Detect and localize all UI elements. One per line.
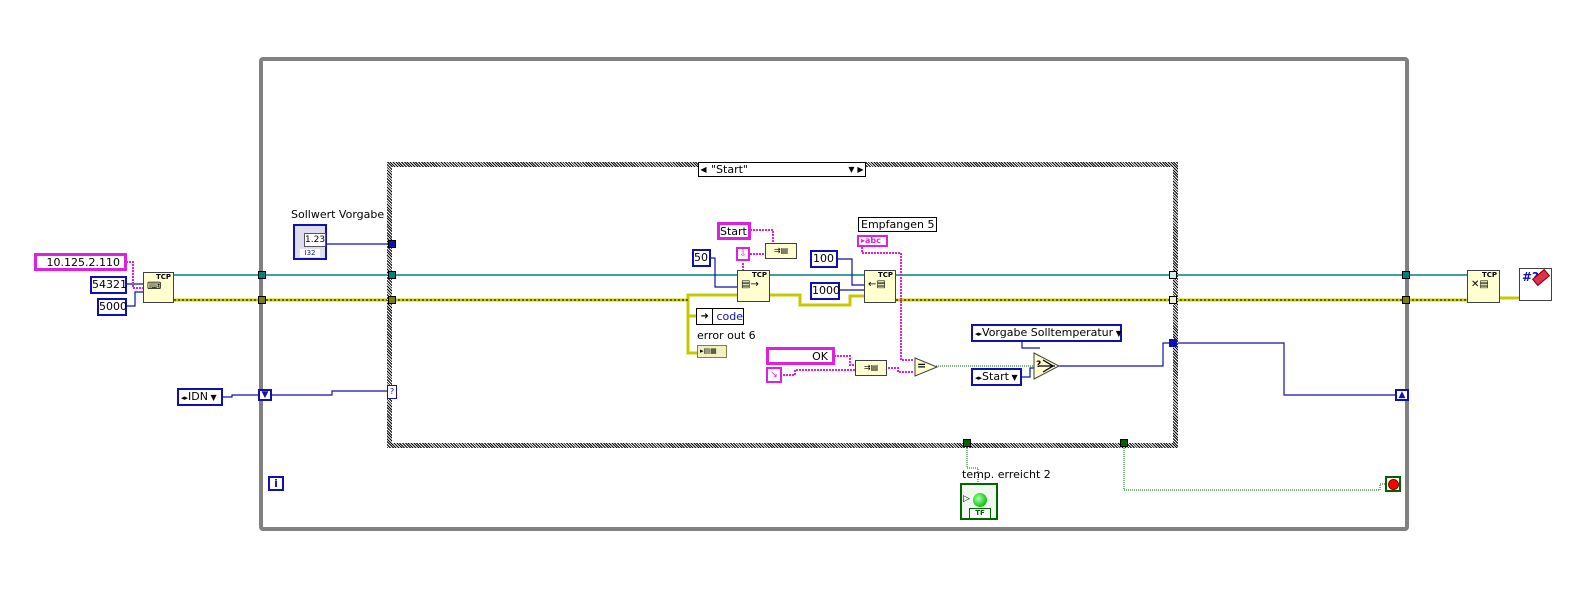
error-code-label: code bbox=[716, 310, 743, 323]
temp-erreicht-indicator[interactable]: ▷ TF bbox=[960, 483, 998, 520]
dropdown-icon: ▼ bbox=[1113, 329, 1122, 338]
enum-idn-value: IDN bbox=[188, 390, 208, 403]
error-tunnel-case-right bbox=[1169, 296, 1177, 304]
led-label: temp. erreicht 2 bbox=[962, 468, 1051, 481]
select-symbol: ? bbox=[1036, 360, 1042, 370]
numeric-type-label: I32 bbox=[300, 249, 320, 257]
read-bytes-constant[interactable]: 100 bbox=[810, 250, 838, 268]
tcp-read-label: TCP bbox=[877, 271, 893, 279]
sollwert-label: Sollwert Vorgabe bbox=[291, 208, 385, 221]
timeout-constant[interactable]: 5000 bbox=[97, 298, 127, 316]
equals-node[interactable] bbox=[914, 357, 938, 377]
start-string-constant[interactable]: Start bbox=[717, 222, 751, 240]
numeric-tunnel-case-left bbox=[388, 240, 396, 248]
command-enum-idn[interactable]: ◂▸IDN ▼ bbox=[177, 388, 223, 406]
error-out-indicator[interactable]: ▸▤▦ bbox=[697, 345, 727, 358]
error-out-label: error out 6 bbox=[697, 329, 756, 342]
stop-icon bbox=[1387, 478, 1399, 490]
enum-vorgabe-solltemperatur[interactable]: ◂▸Vorgabe Solltemperatur ▼ bbox=[971, 324, 1122, 342]
while-loop[interactable] bbox=[259, 57, 1409, 531]
shift-register-right[interactable]: ▲ bbox=[1395, 389, 1409, 401]
tcp-open-connection-node[interactable]: TCP ⌨ bbox=[143, 272, 174, 303]
dropdown-icon: ▼ bbox=[1008, 373, 1018, 382]
indicator-arrow-icon: ▷ bbox=[963, 494, 970, 504]
tcp-write-node[interactable]: TCP ▤→ bbox=[737, 270, 770, 302]
carriage-return-constant[interactable]: ⇩ bbox=[736, 247, 750, 261]
sollwert-control[interactable]: 1.23 I32 bbox=[293, 224, 327, 260]
error-tunnel-case-left bbox=[388, 296, 396, 304]
numeric-display: 1.23 bbox=[304, 233, 326, 247]
refnum-tunnel-case-right bbox=[1169, 271, 1177, 279]
port-constant[interactable]: 54321 bbox=[90, 276, 127, 294]
network-close-icon: ✕▤ bbox=[1471, 279, 1489, 290]
tcp-read-node[interactable]: TCP ←▤ bbox=[864, 270, 896, 303]
case-selector-value: "Start" bbox=[711, 163, 748, 176]
enum-start-value: Start bbox=[982, 370, 1009, 383]
tcp-write-label: TCP bbox=[751, 271, 767, 279]
case-selector[interactable]: ◀ "Start" ▼ ▶ bbox=[698, 162, 866, 177]
enum-start[interactable]: ◂▸Start ▼ bbox=[971, 368, 1022, 386]
concatenate-strings-node-2[interactable]: ⇉▤ bbox=[855, 360, 887, 376]
refnum-tunnel-right bbox=[1402, 271, 1410, 279]
tcp-close-label: TCP bbox=[1481, 271, 1497, 279]
tcp-close-connection-node[interactable]: TCP ✕▤ bbox=[1467, 270, 1500, 303]
case-next-arrow-icon[interactable]: ▶ bbox=[857, 165, 864, 174]
iteration-terminal: i bbox=[268, 476, 284, 491]
empfangen-indicator[interactable]: ▸abc bbox=[857, 235, 888, 247]
tcp-open-label: TCP bbox=[155, 273, 171, 281]
ip-address-constant[interactable]: 10.125.2.110 bbox=[34, 253, 127, 271]
concatenate-strings-node[interactable]: ⇉▤ bbox=[765, 243, 797, 259]
case-prev-arrow-icon[interactable]: ◀ bbox=[700, 165, 707, 174]
read-timeout-constant[interactable]: 1000 bbox=[810, 282, 840, 300]
case-selector-terminal[interactable]: ? bbox=[387, 385, 397, 399]
dropdown-icon: ▼ bbox=[207, 393, 217, 402]
case-dropdown-icon[interactable]: ▼ bbox=[848, 165, 855, 174]
network-icon: ⌨ bbox=[147, 281, 162, 292]
simple-error-handler-node[interactable]: #? bbox=[1519, 268, 1552, 301]
enum-arrows-icon: ◂▸ bbox=[181, 394, 189, 402]
refnum-tunnel-case-left bbox=[388, 271, 396, 279]
enum-tunnel-case-right bbox=[1169, 339, 1177, 347]
boolean-tunnel-case-bottom bbox=[963, 439, 971, 447]
enum-arrows-icon: ◂▸ bbox=[975, 330, 983, 338]
error-tunnel-right bbox=[1402, 296, 1410, 304]
led-icon bbox=[973, 493, 987, 507]
refnum-tunnel-left bbox=[258, 271, 266, 279]
select-node[interactable] bbox=[1033, 352, 1060, 380]
unbundle-arrow-icon: ➜ bbox=[697, 309, 714, 324]
enum-arrows-icon: ◂▸ bbox=[975, 374, 983, 382]
unbundle-error-node[interactable]: ➜ code bbox=[696, 308, 744, 325]
boolean-tunnel-case-bottom-2 bbox=[1120, 439, 1128, 447]
network-write-icon: ▤→ bbox=[741, 279, 759, 290]
empfangen-terminal-text: abc bbox=[865, 236, 881, 245]
error-tunnel-left bbox=[258, 296, 266, 304]
equals-symbol: = bbox=[917, 359, 927, 372]
write-timeout-constant[interactable]: 50 bbox=[692, 249, 711, 267]
case-structure[interactable] bbox=[387, 162, 1178, 448]
shift-register-left[interactable]: ▼ bbox=[258, 389, 272, 401]
led-type-label: TF bbox=[969, 508, 991, 518]
enum-vorgabe-value: Vorgabe Solltemperatur bbox=[982, 326, 1114, 339]
loop-stop-terminal[interactable] bbox=[1385, 476, 1401, 492]
network-read-icon: ←▤ bbox=[868, 279, 886, 290]
ok-string-constant[interactable]: OK bbox=[766, 347, 835, 365]
end-of-line-constant[interactable]: ↘ bbox=[766, 367, 782, 383]
empfangen-label: Empfangen 5 bbox=[858, 217, 938, 232]
